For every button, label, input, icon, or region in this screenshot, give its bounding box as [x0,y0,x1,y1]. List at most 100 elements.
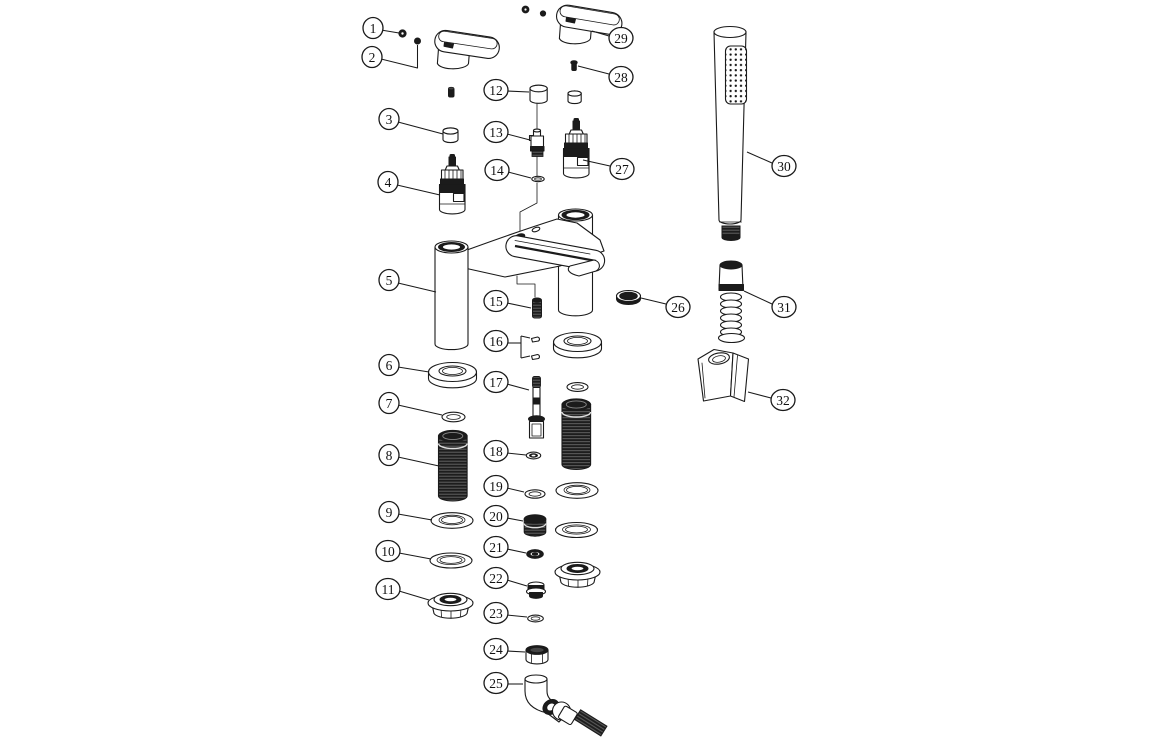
part-26-aerator [615,289,642,305]
callout-bubble [771,154,797,178]
callout-bubble [377,170,399,194]
callout-number: 7 [386,396,393,411]
part-29-handle [555,4,623,45]
leader-line [397,513,433,521]
part-11-backnut [427,592,474,619]
part-22-bush [525,581,547,599]
leader-line [506,133,531,141]
callout-number: 9 [386,505,393,520]
callout-bubble [361,45,383,69]
callout-number: 18 [489,444,503,459]
callout-7: 7 [378,391,443,416]
leader-line [398,590,430,601]
callout-bubble [483,566,509,590]
callout-27: 27 [582,157,635,181]
callout-17: 17 [483,370,530,394]
callout-15: 15 [483,289,532,313]
callout-bubble [608,26,634,50]
callout-number: 27 [615,162,629,177]
callout-2: 2 [361,45,419,69]
callout-12: 12 [483,78,530,102]
part-1-handle-screw [398,29,407,38]
leader-line [397,456,440,467]
callout-bubble [375,539,401,563]
leader-line [640,297,667,305]
callout-32: 32 [747,388,796,412]
callout-number: 5 [386,273,393,288]
leader-line [743,290,773,305]
callout-number: 3 [386,112,393,127]
leader-line [396,184,441,196]
part-o-ring-right [566,382,589,392]
callout-bubble [375,577,401,601]
callout-number: 28 [614,70,628,85]
callout-layer: 1234567891011121314151617181920212223242… [361,16,797,695]
callout-30: 30 [746,151,797,178]
callout-bubble [378,353,400,377]
callout-number: 19 [489,479,503,494]
part-28-handle-screw [570,60,578,71]
callout-19: 19 [483,474,525,498]
leader-line [746,151,773,164]
callout-number: 26 [671,300,685,315]
callout-number: 12 [489,83,503,98]
callout-20: 20 [483,504,524,528]
leader-line [506,650,526,653]
callout-number: 15 [489,294,503,309]
callout-bubble [483,329,509,353]
part-5-tap-body [434,208,606,351]
part-19-o-ring [524,489,546,499]
leader-line [506,614,528,618]
callout-number: 31 [777,300,791,315]
callout-18: 18 [483,439,527,463]
callout-14: 14 [484,158,532,182]
part-23-o-ring [527,614,544,623]
callout-4: 4 [377,170,441,196]
callout-bubble [484,158,510,182]
leader-line [380,45,419,69]
part-4-cartridge [438,154,466,215]
callout-11: 11 [375,577,430,601]
top-cap-screw [521,5,547,17]
callout-bubble [483,671,509,695]
callout-bubble [770,388,796,412]
part-3-shroud-cap [442,127,459,144]
leader-line [506,517,524,522]
callout-number: 23 [489,606,503,621]
callout-bubble [771,295,797,319]
part-18-washer [525,451,542,460]
part-12-shroud [529,84,582,105]
leader-line [506,548,527,554]
callout-bubble [378,391,400,415]
callout-bubble [483,637,509,661]
callout-number: 11 [382,582,395,597]
callout-number: 4 [385,175,392,190]
leader-line [506,487,525,493]
callout-bubble [483,601,509,625]
callout-6: 6 [378,353,430,377]
part-10-gasket [429,552,473,569]
part-gasket-right [554,521,599,539]
callout-number: 24 [489,642,503,657]
callout-number: 25 [489,676,503,691]
callout-bubble [483,370,509,394]
callout-bubble [483,78,509,102]
callout-24: 24 [483,637,526,661]
part-washer-right [555,482,599,499]
part-32-wall-bracket [697,348,750,403]
leader-line [397,282,437,293]
callout-number: 30 [777,159,791,174]
callout-number: 29 [614,31,628,46]
callout-number: 20 [489,509,503,524]
part-threaded-shank-right [561,398,592,471]
callout-8: 8 [378,443,440,467]
callout-bubble [362,16,384,40]
leader-line [577,65,610,75]
handle-grub-screw [448,86,455,98]
callout-bubble [483,289,509,313]
callout-9: 9 [378,500,433,524]
callout-bubble [378,268,400,292]
leader-line [747,391,772,399]
callout-bubble [483,535,509,559]
leader-line [506,452,527,456]
